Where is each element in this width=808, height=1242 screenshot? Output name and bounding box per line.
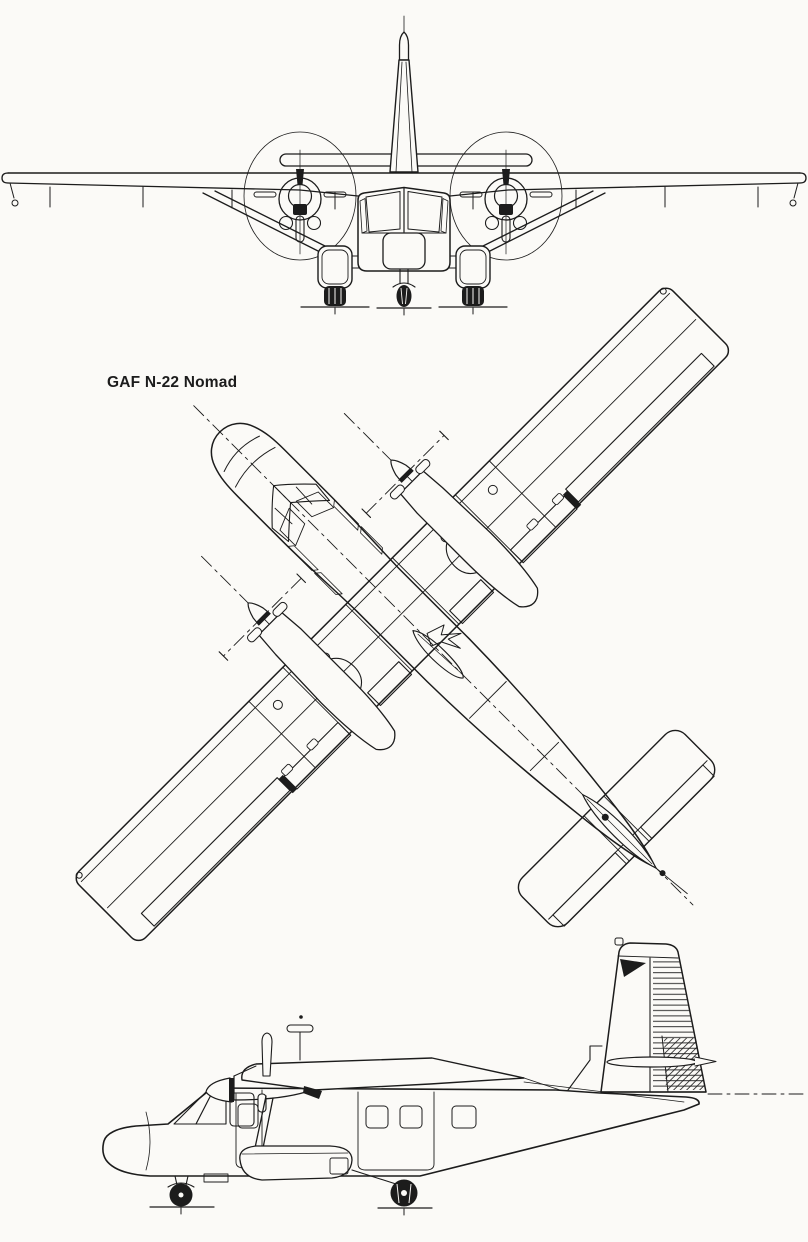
cockpit-side-window <box>229 1092 255 1127</box>
nose-gear-side <box>149 1175 215 1215</box>
dorsal-fillet <box>567 1045 603 1091</box>
main-gear-side <box>351 1169 433 1216</box>
sliding-door <box>357 1091 435 1171</box>
windshield-pane-right <box>407 191 443 233</box>
engine-nacelle-side <box>205 1015 322 1113</box>
windshield-plan <box>271 483 331 543</box>
elevator-right <box>640 764 715 839</box>
engine-nacelle-plan-left <box>161 516 431 786</box>
vertical-fin-front <box>389 31 419 173</box>
caption: GAF N-22 Nomad <box>107 374 237 391</box>
fuselage-front <box>357 186 451 272</box>
tailplane-side <box>606 1056 698 1068</box>
propeller-blade-up <box>261 1032 273 1077</box>
roof-window-right <box>295 491 335 518</box>
sponson-side <box>239 1145 353 1181</box>
cabin-window <box>399 1105 423 1129</box>
nose-gear-front <box>376 268 432 316</box>
wing-antenna-mast <box>286 1024 314 1033</box>
fin-plan <box>582 794 688 895</box>
tail-light <box>659 870 666 877</box>
engine-nacelle-front-right <box>449 131 563 261</box>
elevator-left <box>552 852 627 927</box>
wing-plan <box>74 286 732 944</box>
fuselage-emblem <box>426 624 462 649</box>
wing-side <box>241 1057 561 1091</box>
roof-window-left <box>279 507 306 547</box>
boarding-step <box>203 1173 229 1183</box>
wingtip-pitot-left <box>11 199 19 207</box>
flap-track-fairings <box>49 186 759 210</box>
dorsal-fairing-plan <box>412 630 464 679</box>
engine-nacelle-plan-right <box>304 373 574 643</box>
fin-antenna <box>614 937 624 946</box>
wingtip-left <box>1 172 9 184</box>
fuselage-side <box>102 1081 700 1183</box>
top-view <box>74 286 732 944</box>
side-view <box>102 937 807 1216</box>
cabin-window <box>451 1105 477 1129</box>
wingtip-right <box>799 172 807 184</box>
cabin-window <box>365 1105 389 1129</box>
tail-side <box>567 937 807 1095</box>
windshield-pane-left <box>365 191 401 233</box>
wing-plan-left-details <box>74 603 415 944</box>
exhaust-stub <box>303 1086 322 1099</box>
wing-plan-right-details <box>391 286 732 627</box>
wingtip-pitot-right <box>789 199 797 207</box>
engine-nacelle-front-left <box>243 131 357 261</box>
nose-panel <box>382 232 426 270</box>
front-view <box>1 15 807 316</box>
wing-struts-front <box>202 190 606 254</box>
